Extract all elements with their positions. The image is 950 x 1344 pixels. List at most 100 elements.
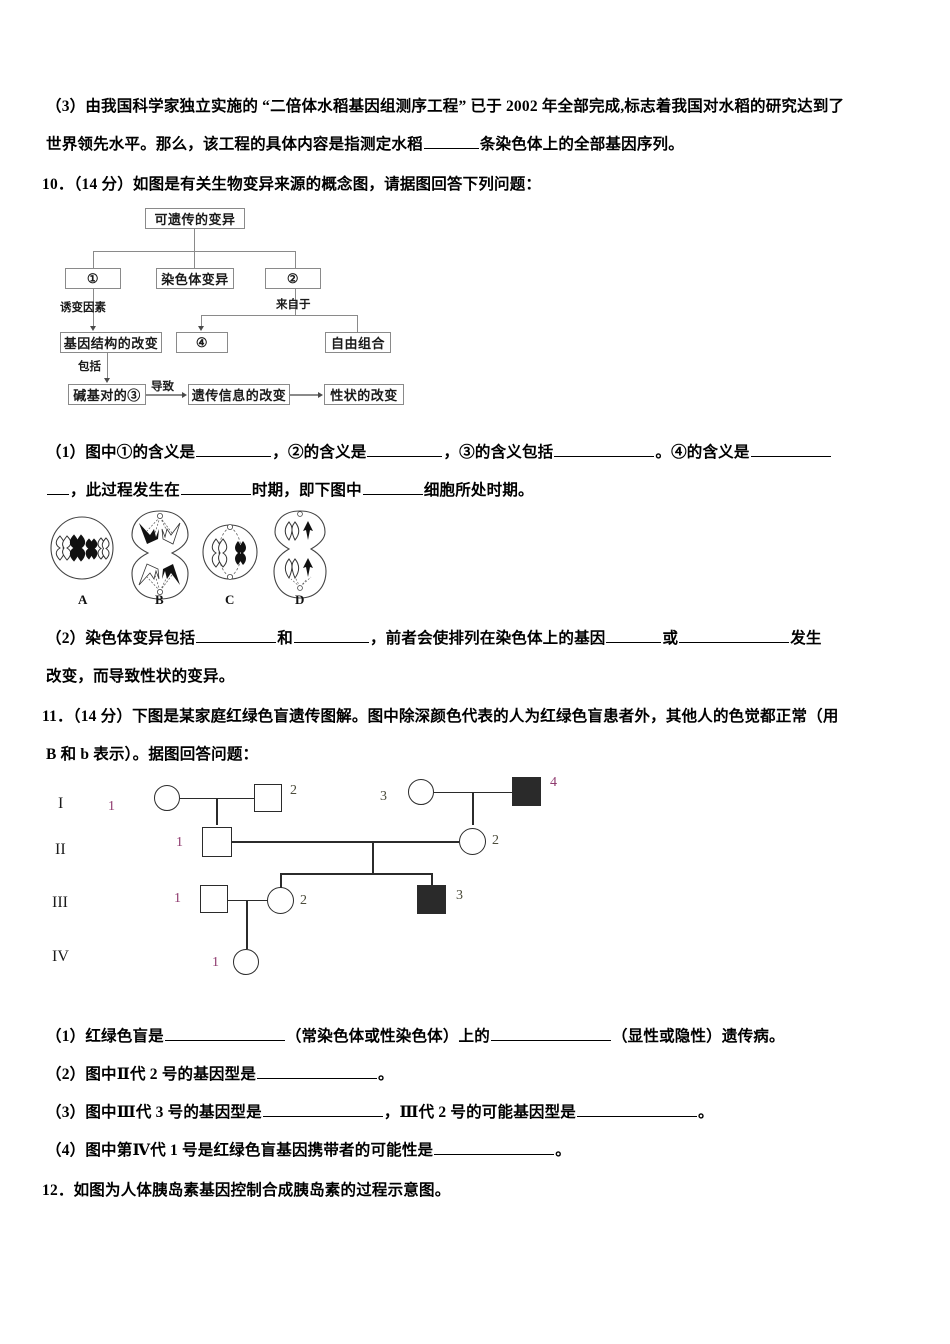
concept-edge-label-includes: 包括: [78, 361, 101, 373]
pedigree-individual-i4[interactable]: [512, 777, 541, 806]
answer-blank[interactable]: [362, 479, 423, 495]
question-11-4: （4）图中第Ⅳ代 1 号是红绿色盲基因携带者的可能性是 。: [46, 1132, 571, 1170]
cell-figure-label-c: C: [225, 592, 235, 607]
cell-figure-c: [202, 524, 258, 581]
answer-blank[interactable]: [257, 1063, 378, 1079]
question-11-stem-line2: B 和 b 表示）。据图回答问题：: [46, 736, 258, 774]
cell-figure-label-b: B: [155, 592, 164, 607]
answer-blank[interactable]: [554, 441, 655, 457]
q11-1-text-c: （显性或隐性）遗传病。: [611, 1028, 785, 1045]
answer-blank[interactable]: [434, 1139, 555, 1155]
connector-genetic-info-to-trait: [290, 394, 319, 396]
pedigree-number-iii3: 3: [456, 888, 463, 903]
answer-blank[interactable]: [47, 479, 69, 495]
question-12-stem: 12．如图为人体胰岛素基因控制合成胰岛素的过程示意图。: [42, 1172, 450, 1210]
question-11-3: （3）图中Ⅲ代 3 号的基因型是，Ⅲ代 2 号的可能基因型是。: [46, 1094, 714, 1132]
pedigree-branch-to-iii3: [431, 873, 433, 893]
arrow-right-icon: [182, 391, 187, 398]
cell-figure-a: [50, 516, 114, 580]
q11-1-text-b: （常染色体或性染色体）上的: [285, 1028, 490, 1045]
answer-blank[interactable]: [164, 1025, 285, 1041]
q11-4-text-b: 。: [555, 1142, 571, 1159]
answer-blank[interactable]: [606, 627, 662, 643]
connector-bus-to-2: [295, 251, 297, 268]
concept-box-gene-structure: 基因结构的改变: [60, 332, 162, 353]
q10-1-text-line2c: 细胞所处时期。: [423, 482, 534, 499]
q11-stem-text-line2: B 和 b 表示）。据图回答问题：: [46, 746, 259, 763]
answer-blank[interactable]: [196, 627, 277, 643]
concept-edge-label-causes: 导致: [151, 381, 174, 393]
cell-figure-label-d: D: [295, 592, 305, 607]
pedigree-individual-iii3[interactable]: [417, 885, 446, 914]
connector-base-pair-to-genetic-info: [146, 394, 183, 396]
generation-label-iii: III: [52, 894, 68, 911]
question-9-3-line1: （3）由我国科学家独立实施的 “二倍体水稻基因组测序工程” 已于 2002 年全…: [46, 88, 844, 126]
answer-blank[interactable]: [180, 479, 251, 495]
pedigree-sibship-drop-ii: [372, 841, 374, 874]
answer-blank[interactable]: [577, 1101, 698, 1117]
connector-bus-to-chromosome: [194, 251, 196, 268]
cell-figure-b: [131, 510, 189, 600]
pedigree-number-ii2: 2: [492, 833, 499, 848]
concept-box-1: ①: [65, 268, 121, 289]
pedigree-individual-i1[interactable]: [154, 785, 180, 811]
connector-gene-structure-to-base-pair: [107, 353, 109, 379]
pedigree-sibship-bar-iii: [280, 873, 432, 875]
pedigree-descent-line-i-to-ii2: [472, 792, 474, 825]
q10-1-text-c: ，③的含义包括: [443, 444, 554, 461]
connector-bus-to-1: [93, 251, 95, 268]
question-10-stem: 10．（14 分）如图是有关生物变异来源的概念图，请据图回答下列问题：: [42, 166, 541, 204]
question-10-1-line1: （1）图中①的含义是，②的含义是，③的含义包括。④的含义是: [46, 434, 832, 472]
q9-3-text-line2b: 条染色体上的全部基因序列。: [479, 136, 684, 153]
q10-2-text-e: 发生: [790, 630, 822, 647]
q10-1-text-d: 。④的含义是: [655, 444, 750, 461]
cell-figure-label-a: A: [78, 592, 88, 607]
pedigree-individual-iii1[interactable]: [200, 885, 228, 913]
pedigree-individual-i3[interactable]: [408, 779, 434, 805]
connector-2-down: [295, 289, 297, 315]
concept-box-4: ④: [176, 332, 228, 353]
question-9-3-line2: 世界领先水平。那么，该工程的具体内容是指测定水稻 条染色体上的全部基因序列。: [46, 126, 684, 164]
q11-2-text-a: （2）图中Ⅱ代 2 号的基因型是: [46, 1066, 257, 1083]
concept-box-free-combination: 自由组合: [325, 332, 391, 353]
concept-diagram: 可遗传的变异 ① 染色体变异 ② 基因结构的改变 ④ 自由组合 碱基对的③ 遗传…: [60, 208, 460, 413]
answer-blank[interactable]: [367, 441, 443, 457]
pedigree-individual-iv1[interactable]: [233, 949, 259, 975]
answer-blank[interactable]: [679, 627, 790, 643]
pedigree-descent-line-iii-to-iv1: [246, 900, 248, 949]
concept-box-chromosome: 染色体变异: [156, 268, 234, 289]
pedigree-individual-iii2[interactable]: [267, 887, 294, 914]
answer-blank[interactable]: [293, 627, 369, 643]
q10-2-text-d: 或: [662, 630, 679, 647]
q10-2-text-line2: 改变，而导致性状的变异。: [46, 668, 235, 685]
pedigree-individual-ii1[interactable]: [202, 827, 232, 857]
answer-blank[interactable]: [423, 133, 479, 149]
question-10-1-line2: ，此过程发生在时期，即下图中细胞所处时期。: [46, 472, 534, 510]
pedigree-individual-i2[interactable]: [254, 784, 282, 812]
pedigree-number-i2: 2: [290, 783, 297, 798]
q11-3-text-b: ，Ⅲ代 2 号的可能基因型是: [383, 1104, 577, 1121]
question-11-1: （1）红绿色盲是（常染色体或性染色体）上的（显性或隐性）遗传病。: [46, 1018, 785, 1056]
q10-1-text-line2b: 时期，即下图中: [251, 482, 362, 499]
answer-blank[interactable]: [262, 1101, 383, 1117]
q11-stem-text-line1: 11．（14 分）下图是某家庭红绿色盲遗传图解。图中除深颜色代表的人为红绿色盲患…: [42, 708, 839, 725]
connector-root-down: [194, 229, 196, 251]
pedigree-number-iii2: 2: [300, 893, 307, 908]
arrow-right-icon: [318, 391, 323, 398]
pedigree-number-i1: 1: [108, 799, 115, 814]
q11-4-text-a: （4）图中第Ⅳ代 1 号是红绿色盲基因携带者的可能性是: [46, 1142, 434, 1159]
question-10-2-line1: （2）染色体变异包括和，前者会使排列在染色体上的基因或发生: [46, 620, 822, 658]
q9-3-text-line2a: 世界领先水平。那么，该工程的具体内容是指测定水稻: [46, 136, 423, 153]
generation-label-i: I: [58, 795, 64, 812]
answer-blank[interactable]: [490, 1025, 611, 1041]
pedigree-individual-ii2[interactable]: [459, 828, 486, 855]
concept-box-2: ②: [265, 268, 321, 289]
concept-edge-label-inducer: 诱变因素: [60, 302, 106, 314]
answer-blank[interactable]: [750, 441, 831, 457]
q11-3-text-c: 。: [698, 1104, 714, 1121]
pedigree-mating-line-iii1-iii2: [228, 899, 267, 901]
pedigree-number-i4: 4: [550, 775, 557, 790]
arrow-down-icon: [103, 378, 110, 383]
answer-blank[interactable]: [196, 441, 272, 457]
q11-2-text-b: 。: [378, 1066, 394, 1083]
